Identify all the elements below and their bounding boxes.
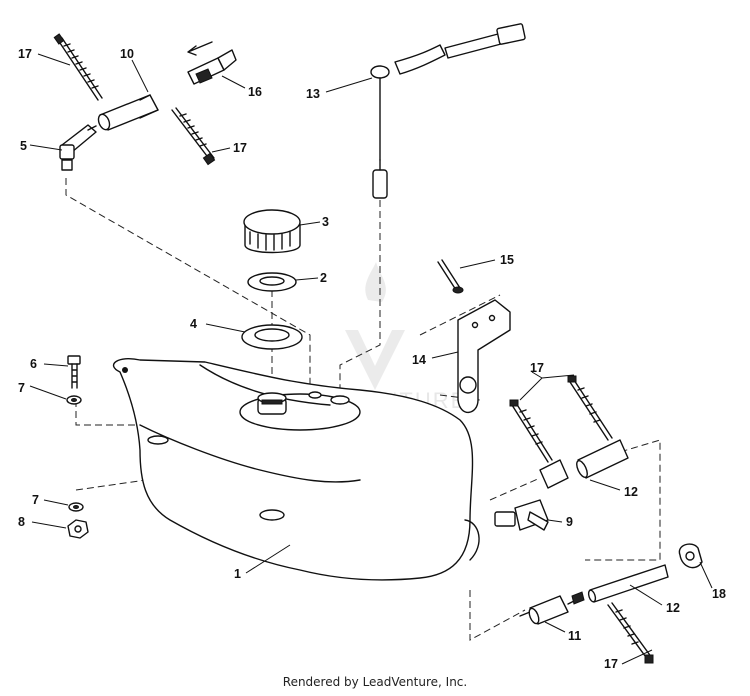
callout-11: 11 xyxy=(568,629,581,643)
gasket-large xyxy=(241,324,303,350)
callout-6: 6 xyxy=(30,357,37,371)
callout-7-lower: 7 xyxy=(32,493,39,507)
fuel-line-upper xyxy=(97,94,159,131)
check-valve xyxy=(187,41,237,85)
fuel-cap xyxy=(243,209,301,254)
callout-7-upper: 7 xyxy=(18,381,25,395)
callout-18: 18 xyxy=(712,587,726,601)
callout-14: 14 xyxy=(412,353,426,367)
callout-2: 2 xyxy=(320,271,327,285)
mounting-bracket xyxy=(457,299,511,414)
hose-clamp-top-left xyxy=(53,33,103,101)
callout-12-upper: 12 xyxy=(624,485,638,499)
callout-4: 4 xyxy=(190,317,197,331)
elbow-fitting xyxy=(59,124,97,171)
washer-lower xyxy=(68,502,84,512)
footer-credit: Rendered by LeadVenture, Inc. xyxy=(283,675,467,689)
fuel-filter xyxy=(519,591,585,625)
tank-outlet-fitting xyxy=(494,499,549,531)
callout-13: 13 xyxy=(306,87,320,101)
callout-10: 10 xyxy=(120,47,134,61)
callout-labels: 17 10 16 5 17 13 3 2 15 4 14 6 7 17 12 7… xyxy=(18,47,726,671)
callout-1: 1 xyxy=(234,567,241,581)
callout-9: 9 xyxy=(566,515,573,529)
callout-16: 16 xyxy=(248,85,262,99)
fuel-tank xyxy=(113,358,480,581)
tank-bolt xyxy=(67,355,81,389)
fuel-hose-lower xyxy=(587,564,669,603)
hose-clamp-top-middle xyxy=(171,107,216,166)
callout-5: 5 xyxy=(20,139,27,153)
callout-17-top-middle: 17 xyxy=(233,141,247,155)
callout-17-top-left: 17 xyxy=(18,47,32,61)
hose-clamp-pair-right xyxy=(509,375,613,463)
callout-17-bottom: 17 xyxy=(604,657,618,671)
leader-lines xyxy=(29,53,713,665)
callout-17-right: 17 xyxy=(530,361,544,375)
callout-15: 15 xyxy=(500,253,514,267)
callout-8: 8 xyxy=(18,515,25,529)
hose-clamp-bottom xyxy=(607,602,654,664)
washer-upper xyxy=(66,395,82,405)
callout-3: 3 xyxy=(322,215,329,229)
hex-nut xyxy=(67,519,89,539)
callout-12-lower: 12 xyxy=(666,601,680,615)
fuel-hose-upper xyxy=(539,439,629,489)
hose-clip xyxy=(678,543,703,569)
fuel-sender-unit xyxy=(370,23,526,199)
gasket-small xyxy=(247,272,297,292)
bracket-screw xyxy=(437,259,464,294)
